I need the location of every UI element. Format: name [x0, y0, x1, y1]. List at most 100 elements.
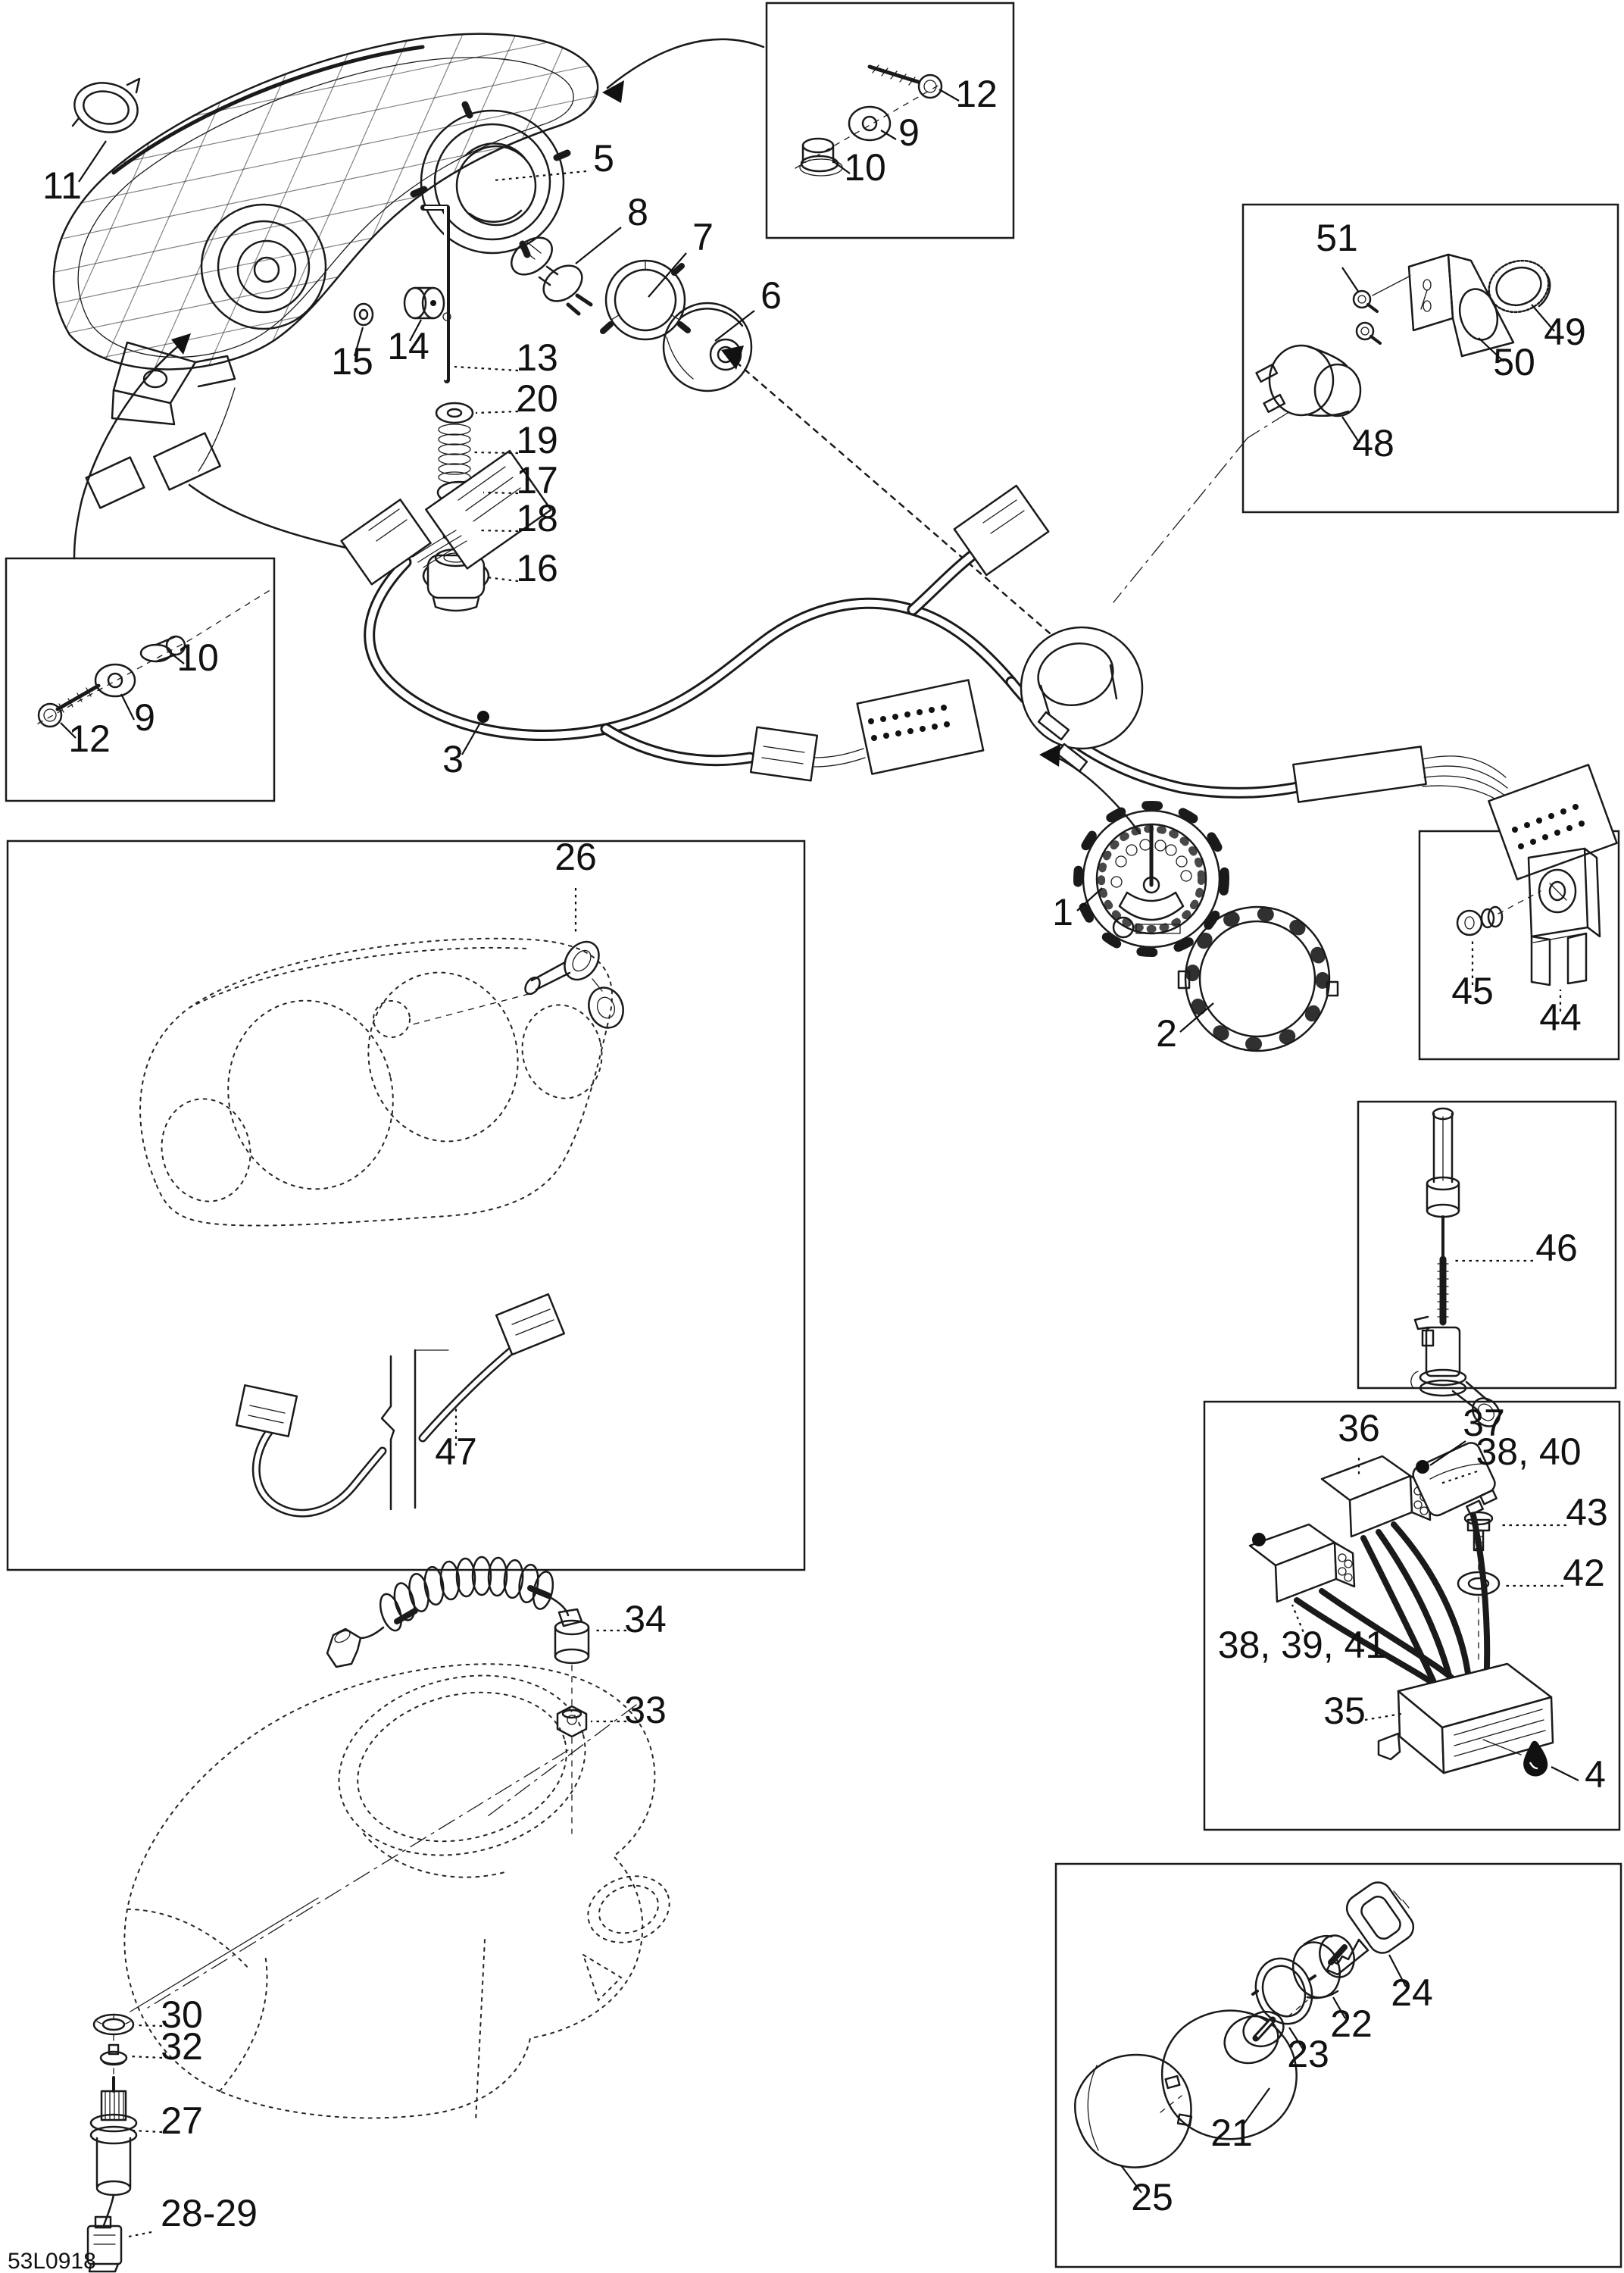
leader-49 — [1531, 304, 1555, 332]
harness-connector-left-large — [412, 449, 552, 570]
arrow-icon — [721, 345, 744, 370]
leader-32 — [130, 2055, 163, 2059]
mount-hardware-top — [795, 64, 943, 177]
leader-30 — [136, 2024, 163, 2028]
headlight-assembly — [52, 33, 599, 562]
regulator-circuit-box — [1248, 1442, 1554, 1777]
knurled-ring-49 — [1488, 259, 1551, 314]
steering-console-dashed — [123, 1663, 670, 2122]
leader-7 — [648, 252, 687, 298]
headlight-small-lens — [200, 203, 327, 330]
arrow-icon — [171, 333, 191, 355]
switch-assembly-48-51 — [1247, 253, 1551, 439]
nut-ring-23 — [1251, 1957, 1316, 2025]
bulb-retainer-ring-7 — [600, 259, 691, 341]
inset-box-ignition — [1054, 1862, 1622, 2268]
cap-25 — [1074, 2053, 1192, 2168]
callout-16: 16 — [516, 547, 558, 589]
callout-9-left: 9 — [134, 696, 155, 739]
leader-9-top — [880, 130, 897, 140]
callout-4: 4 — [1585, 1753, 1606, 1796]
instrument-cluster-dashed — [139, 937, 613, 1227]
leader-4 — [1551, 1766, 1579, 1781]
callout-26: 26 — [554, 836, 597, 878]
callout-15: 15 — [331, 340, 373, 383]
inset-box-cluster — [6, 839, 806, 1571]
callout-20: 20 — [516, 377, 558, 420]
callout-24: 24 — [1391, 1971, 1433, 2014]
leader-8 — [575, 227, 622, 264]
callout-5: 5 — [593, 137, 614, 180]
leader-22 — [1332, 1996, 1346, 2019]
callout-3: 3 — [442, 738, 464, 780]
leader-21 — [1241, 2087, 1270, 2127]
leader-27 — [133, 2129, 163, 2134]
multifunction-gauge-1 — [1073, 801, 1229, 957]
harness-connector-mid-small — [749, 726, 819, 782]
lock-nut-33 — [556, 1705, 588, 1738]
callout-25: 25 — [1131, 2176, 1173, 2218]
leader-3 — [461, 722, 481, 755]
callout-10-top: 10 — [844, 146, 886, 189]
leader-11 — [78, 140, 107, 183]
leader-console-to-switch — [147, 1749, 569, 2009]
callout-49: 49 — [1544, 311, 1586, 353]
inset-box-valve-46 — [1357, 1100, 1617, 1390]
headlight-main-lens — [410, 101, 571, 258]
bolt-43 — [1463, 1511, 1494, 1552]
callout-37: 37 — [1463, 1402, 1505, 1444]
callout-23: 23 — [1287, 2033, 1329, 2075]
jumper-wire-47 — [235, 1293, 566, 1518]
callout-34: 34 — [624, 1598, 667, 1640]
rubber-boot-6 — [662, 302, 753, 392]
callout-27: 27 — [161, 2099, 203, 2142]
screws-51 — [1352, 275, 1411, 345]
leader-19 — [473, 451, 519, 455]
callout-11: 11 — [42, 164, 82, 207]
callout-2: 2 — [1156, 1012, 1177, 1055]
diagram-code: 53L0918 — [8, 2249, 96, 2273]
leader-14 — [409, 319, 422, 342]
callout-43: 43 — [1566, 1491, 1608, 1534]
inset-box-switch-48 — [1241, 203, 1619, 514]
arrow-icon — [602, 80, 624, 103]
bracket-44-45 — [1456, 847, 1601, 986]
callout-1: 1 — [1052, 891, 1073, 933]
callout-32: 32 — [161, 2025, 203, 2068]
callout-50: 50 — [1493, 341, 1535, 383]
leader-48 — [1341, 416, 1360, 444]
callout-13: 13 — [516, 336, 558, 379]
washer-20 — [435, 402, 474, 424]
gauge-plug-arrow-line — [1056, 756, 1141, 835]
callout-22: 22 — [1330, 2003, 1373, 2045]
lock-cylinder-22 — [1292, 1934, 1355, 1999]
headlight-bracket — [111, 341, 236, 426]
callout-35: 35 — [1323, 1690, 1366, 1732]
inset-box-regulator — [1203, 1400, 1621, 1831]
safety-lanyard-34 — [326, 1555, 590, 1668]
leader-25 — [1120, 2165, 1142, 2193]
leader-12-left — [60, 722, 77, 739]
connector-28-29 — [86, 2215, 123, 2273]
callout-8: 8 — [627, 191, 648, 233]
callout-47: 47 — [435, 1430, 477, 1473]
leader-10-top — [832, 161, 851, 174]
callout-46: 46 — [1535, 1227, 1578, 1269]
callout-18: 18 — [516, 497, 558, 539]
connector-36 — [1320, 1455, 1432, 1538]
leader-20 — [475, 410, 519, 414]
ring-nut-30 — [92, 2013, 135, 2036]
harness-connector-left-small — [340, 499, 432, 586]
key-lock-26 — [412, 940, 624, 1029]
leader-23 — [1288, 2027, 1304, 2049]
leader-24 — [1388, 1954, 1407, 1987]
fuel-valve-46 — [1410, 1107, 1501, 1427]
leader-console-aux — [484, 1704, 637, 1819]
inset-boxes — [5, 2, 1622, 2268]
callout-14: 14 — [387, 325, 429, 367]
grommet-32 — [99, 2043, 128, 2066]
leader-35 — [1364, 1712, 1402, 1721]
